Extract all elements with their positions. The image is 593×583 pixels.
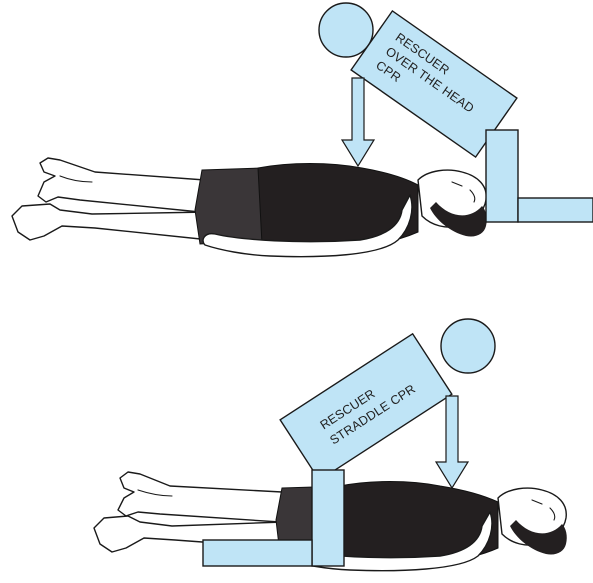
- bottom-panel: RESCUER STRADDLE CPR: [94, 319, 567, 571]
- rescuer-head-bottom: [441, 319, 495, 373]
- compression-arrow-bottom: [436, 396, 468, 488]
- compression-arrow-top: [342, 78, 374, 166]
- rescuer-thigh-bottom: [312, 470, 344, 566]
- rescuer-shin-bottom: [203, 540, 312, 566]
- rescuer-torso-bottom: RESCUER STRADDLE CPR: [280, 334, 452, 480]
- patient-figure-top: [12, 158, 487, 257]
- rescuer-shin-top: [518, 198, 593, 222]
- top-panel: RESCUER OVER THE HEAD CPR: [12, 3, 593, 257]
- rescuer-thigh-top: [486, 130, 518, 222]
- rescuer-head-top: [319, 3, 373, 57]
